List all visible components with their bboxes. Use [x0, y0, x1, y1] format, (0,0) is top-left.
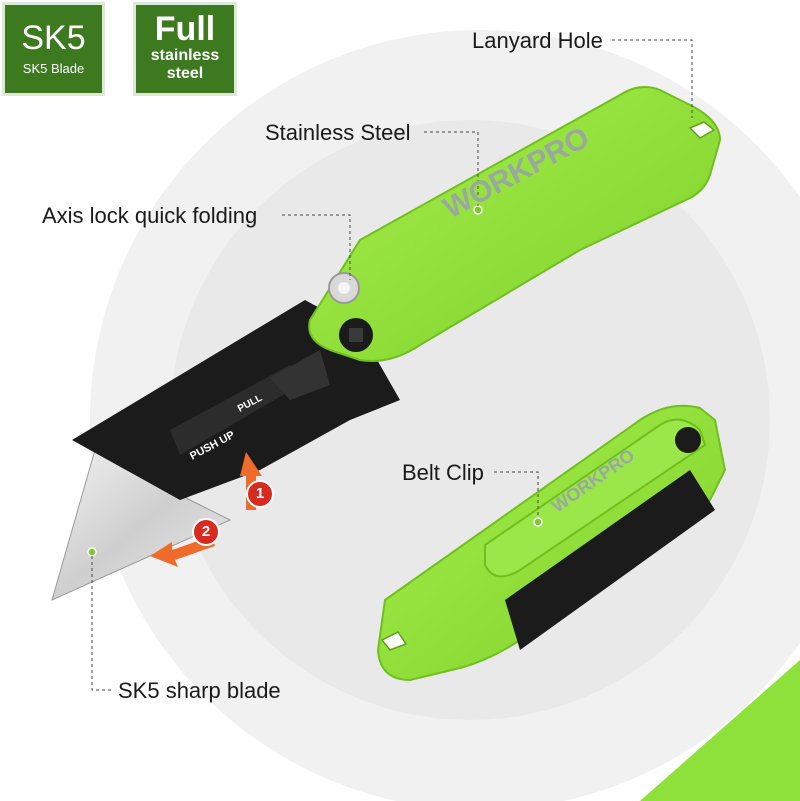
sk5-badge-subtitle: SK5 Blade [22, 61, 85, 76]
belt-clip-shape [484, 418, 707, 578]
corner-accent [640, 660, 800, 801]
callout-lanyard-hole: Lanyard Hole [472, 28, 603, 53]
callout-sk5-blade: SK5 sharp blade [118, 678, 281, 703]
open-knife [51, 85, 722, 601]
step-1-badge: 1 [246, 480, 274, 508]
callout-axis-lock: Axis lock quick folding [42, 203, 258, 228]
callout-lines [91, 39, 693, 691]
lanyard-hole-shape [688, 121, 716, 139]
closed-knife-holder [505, 470, 715, 650]
push-up-arrow [240, 452, 262, 510]
full-steel-badge: Full stainless steel [133, 2, 237, 96]
callout-stainless-steel: Stainless Steel [265, 120, 411, 145]
step-2-badge: 2 [192, 518, 220, 546]
full-badge-title: Full [154, 10, 216, 48]
sk5-badge-title: SK5 [21, 19, 86, 57]
full-badge-line3: steel [166, 65, 204, 82]
closed-knife-screw [675, 427, 701, 453]
sk5-badge: SK5 SK5 Blade [2, 2, 105, 96]
closed-knife [376, 404, 727, 682]
open-knife-handle [308, 85, 722, 362]
callout-belt-clip: Belt Clip [402, 460, 484, 485]
full-badge-line2: stainless [150, 47, 220, 64]
